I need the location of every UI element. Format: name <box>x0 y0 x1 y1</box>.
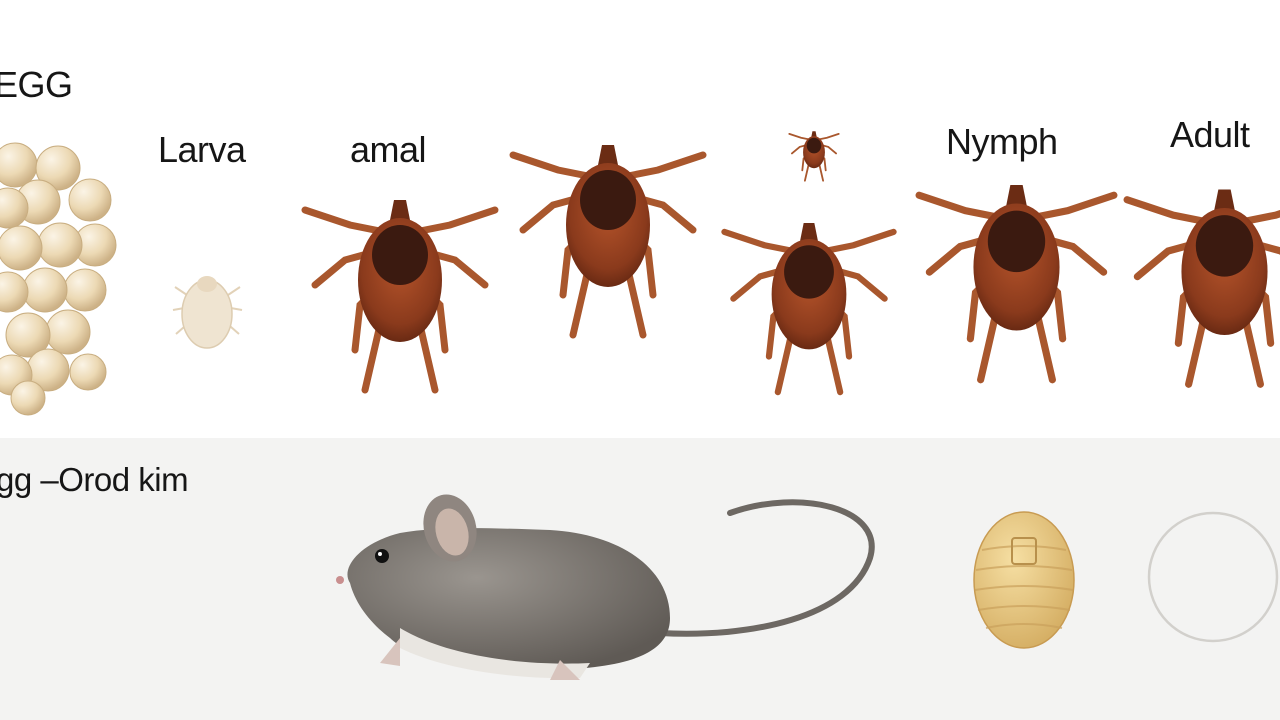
mouse-icon <box>330 488 890 688</box>
caption-label: gg –Orod kim <box>0 461 189 498</box>
ring-icon <box>1146 510 1280 644</box>
tick-icon <box>788 130 840 182</box>
nymph-label: Nymph <box>946 121 1058 162</box>
animal-label: amal <box>350 129 427 170</box>
egg-label: EGG <box>0 64 73 105</box>
tick-icon <box>300 200 500 390</box>
tick-icon <box>508 145 708 345</box>
adult-label: Adult <box>1170 114 1250 155</box>
larva-icon <box>170 262 245 357</box>
tick-icon <box>914 175 1119 400</box>
larva-label: Larva <box>158 129 246 170</box>
tick-icon <box>1122 182 1280 402</box>
tick-icon <box>720 212 898 412</box>
egg-capsule-icon <box>972 510 1076 650</box>
egg-cluster-icon <box>0 140 125 416</box>
